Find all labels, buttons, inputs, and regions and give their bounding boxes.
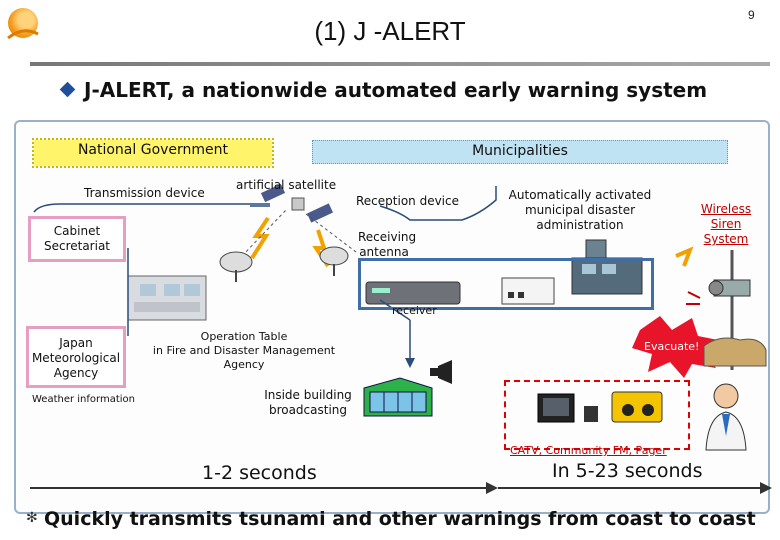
receiving-antenna-label: Receiving antenna [358,230,417,260]
auto-admin-line2: municipal disaster [524,203,636,217]
municipalities-band [312,140,728,164]
receiver-device-icon [365,281,461,305]
timeline-second-label: In 5-23 seconds [552,460,703,482]
wireless-siren-label: Wireless Siren System [696,202,756,247]
timeline-first-label: 1-2 seconds [202,462,317,484]
slide-title: (1) J -ALERT [314,16,466,46]
building-icon [363,377,433,417]
transmission-equipment-icon [127,275,207,321]
receiving-antenna-line2: antenna [359,245,409,259]
operation-table-line2: in Fire and Disaster Management Agency [152,343,336,371]
catv-outline [504,380,690,450]
title-divider [30,62,770,66]
dish-antenna-icon [319,246,349,276]
footer-note: Quickly transmits tsunami and other warn… [44,508,756,530]
cabinet-line2: Secretariat [43,239,111,253]
satellite-icon [260,183,333,223]
jma-line3: Agency [53,366,99,380]
cabinet-secretariat-label: Cabinet Secretariat [28,224,126,254]
auto-admin-label: Automatically activated municipal disast… [498,188,662,233]
cabinet-secretariat-box [28,216,126,262]
console-icon [571,239,643,295]
jma-line2: Meteorological [31,351,121,365]
operation-table-label: Operation Table in Fire and Disaster Man… [138,330,350,371]
inside-building-line2: broadcasting [268,403,348,417]
jma-label: Japan Meteorological Agency [26,336,126,381]
reception-bracket [379,186,497,221]
evacuate-burst [632,316,718,378]
wireless-line1: Wireless [700,202,752,216]
transmission-device-label: Transmission device [84,186,205,200]
receiving-antenna-line1: Receiving [358,230,417,244]
inside-building-line1: Inside building [264,388,352,402]
inside-building-label: Inside building broadcasting [256,388,360,418]
cabinet-line1: Cabinet [53,224,101,238]
control-panel-icon [501,277,555,305]
auto-admin-line3: administration [536,218,624,232]
signal-bolt-icon [675,246,694,267]
radio-icon [611,391,663,423]
jma-line1: Japan [59,336,93,350]
landscape-icon [703,337,767,367]
weather-information-label: Weather information [32,394,135,405]
logo-swoosh-icon [7,29,39,40]
reception-device-label: Reception device [356,194,459,208]
footer-bullet-icon: ✻ [26,510,38,526]
wireless-line3: System [703,232,749,246]
pager-icon [584,406,598,422]
speaker-icon [430,360,452,384]
municipalities-label: Municipalities [472,143,568,159]
auto-admin-line1: Automatically activated [508,188,652,202]
person-icon [705,383,747,451]
evacuate-label: Evacuate! [644,340,700,353]
transmission-bracket [33,203,270,213]
catv-label: CATV, Community FM, Pager [510,444,667,457]
siren-pole-icon [708,250,751,370]
national-government-band [32,138,274,168]
artificial-satellite-label: artificial satellite [236,178,337,192]
reception-equipment-outline [358,258,654,310]
tv-icon [537,393,575,423]
signal-bolt-icon [250,216,270,260]
national-government-label: National Government [77,142,229,158]
page-number: 9 [748,8,755,22]
operation-table-line1: Operation Table [200,330,288,343]
receiver-label: receiver [392,304,437,317]
wireless-line2: Siren [710,217,742,231]
dish-antenna-icon [219,251,253,282]
slide-subtitle: J-ALERT, a nationwide automated early wa… [84,78,708,102]
jma-box [26,326,126,388]
